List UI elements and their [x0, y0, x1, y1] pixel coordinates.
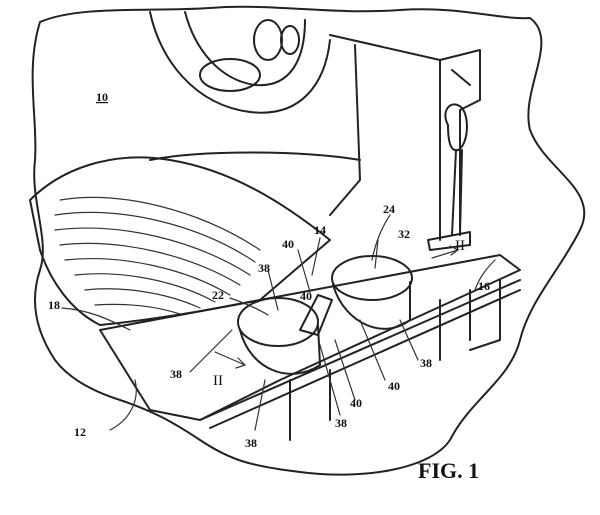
divider-tab [299, 294, 333, 336]
drawing-outline [31, 5, 586, 476]
ref-38: 38 [245, 436, 257, 450]
ref-32: 32 [398, 227, 410, 241]
ref-12: 12 [74, 425, 86, 439]
steering-wheel [149, 11, 331, 114]
section-arrow-left [214, 351, 247, 369]
cup-holder-right [331, 255, 413, 330]
ref-18: 18 [48, 298, 60, 312]
ref-38: 38 [170, 367, 182, 381]
gear-shifter [427, 103, 471, 251]
section-mark-left: II [213, 373, 223, 389]
ref-40: 40 [388, 379, 400, 393]
ref-40: 40 [282, 237, 294, 251]
section-mark-right: II [455, 238, 465, 254]
section-arrow-right [431, 245, 460, 259]
ref-40: 40 [300, 289, 312, 303]
cup-holder-left [237, 297, 321, 375]
ref-38: 38 [258, 261, 270, 275]
ref-38: 38 [420, 356, 432, 370]
ref-24: 24 [383, 202, 395, 216]
leader-lines [61, 214, 496, 431]
center-console [99, 254, 521, 441]
figure-caption: FIG. 1 [418, 458, 479, 483]
ref-38: 38 [335, 416, 347, 430]
ref-40: 40 [350, 396, 362, 410]
vehicle-seat [29, 156, 331, 326]
b-pillar [439, 49, 481, 231]
ref-16: 16 [478, 279, 490, 293]
ref-14: 14 [314, 223, 326, 237]
ref-22: 22 [212, 288, 224, 302]
ref-10: 10 [96, 90, 108, 104]
